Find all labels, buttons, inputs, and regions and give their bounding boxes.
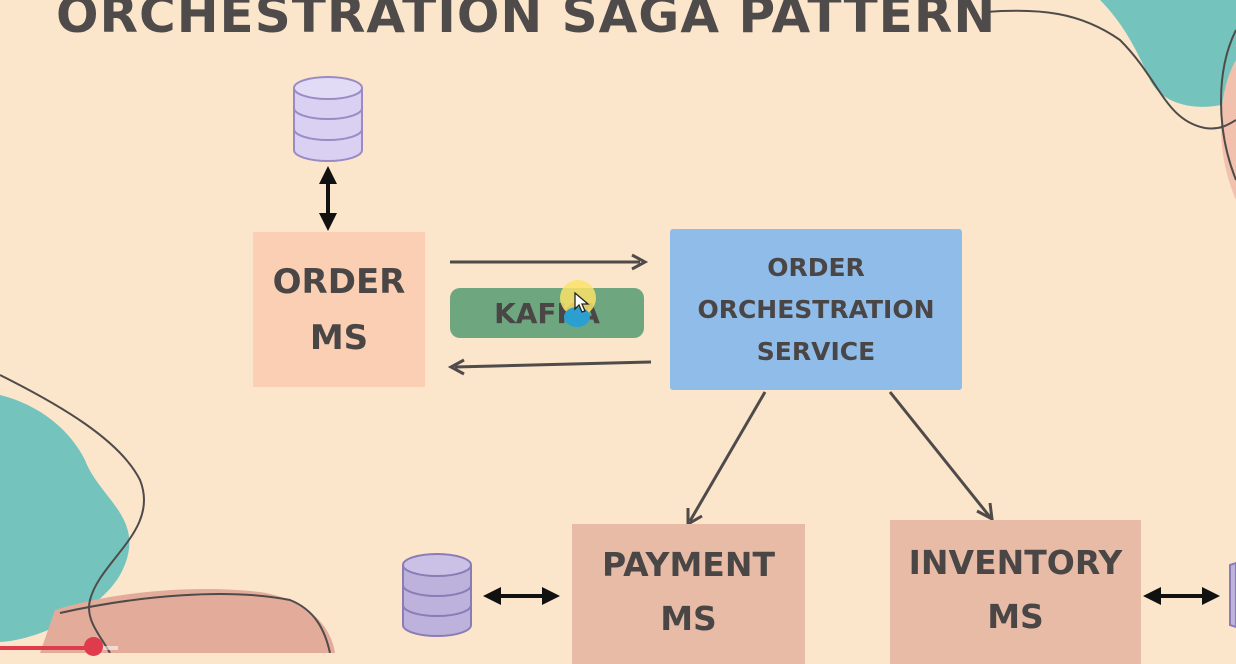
inventory-ms-line2: MS	[987, 597, 1044, 636]
arrow-icon	[888, 391, 994, 522]
order-ms-node: ORDER MS	[253, 232, 425, 387]
teal-blob-top-right	[1100, 0, 1236, 107]
decor-curve-top-right	[984, 9, 1236, 130]
kafka-node: KAFKA	[450, 288, 644, 338]
arrow-icon	[686, 391, 767, 527]
video-scrubber-handle[interactable]	[83, 637, 103, 656]
peach-blob-right-edge	[1220, 60, 1236, 200]
arrow-icon	[447, 358, 652, 376]
database-icon	[402, 553, 472, 637]
order-ms-line2: MS	[309, 317, 369, 358]
double-arrow-icon	[1143, 587, 1220, 605]
orchestrator-line3: SERVICE	[756, 336, 876, 366]
decor-curve-left	[0, 374, 146, 653]
cursor-icon	[574, 292, 590, 313]
video-progress-bar[interactable]	[0, 644, 1236, 653]
decor-curve-bottom-left	[59, 593, 331, 653]
payment-ms-node: PAYMENT MS	[572, 524, 805, 664]
payment-ms-line1: PAYMENT	[602, 545, 775, 584]
slide-title: ORCHESTRATION SAGA PATTERN	[56, 0, 997, 44]
orchestrator-line2: ORCHESTRATION	[697, 294, 935, 324]
double-arrow-icon	[483, 587, 560, 605]
orchestrator-line1: ORDER	[767, 252, 865, 282]
database-icon	[293, 76, 363, 162]
database-icon	[1229, 561, 1236, 629]
video-progress-fill	[0, 646, 94, 650]
inventory-ms-node: INVENTORY MS	[890, 520, 1141, 664]
teal-blob-left	[0, 395, 130, 642]
decor-curve-right-edge	[1220, 29, 1236, 181]
payment-ms-line2: MS	[660, 599, 717, 638]
video-buffered-bar	[94, 646, 118, 650]
double-arrow-icon	[319, 166, 337, 231]
pink-blob-bottom-left	[40, 589, 335, 653]
inventory-ms-line1: INVENTORY	[908, 543, 1123, 582]
arrow-icon	[450, 253, 649, 271]
order-ms-line1: ORDER	[272, 261, 406, 302]
order-orchestration-service-node: ORDER ORCHESTRATION SERVICE	[670, 229, 962, 390]
